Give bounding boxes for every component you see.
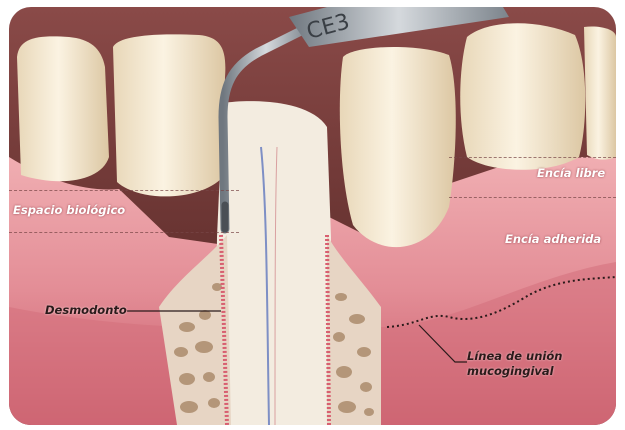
tooth-edge-right (584, 26, 616, 159)
label-mgj-line2: mucogingival (467, 365, 554, 378)
label-attached-gingiva: Encía adherida (505, 233, 601, 246)
label-free-gingiva: Encía libre (537, 167, 605, 180)
tooth-right (340, 47, 456, 247)
illustration-frame: CE3 Encía libre Espacio biológico Encía … (9, 7, 616, 425)
tooth-left (17, 36, 109, 181)
guide-attached (449, 197, 616, 198)
guide-free-gingiva (449, 157, 616, 158)
tooth-central (113, 34, 225, 196)
guide-biologic-bottom (9, 232, 239, 233)
tooth-far-right (460, 23, 585, 170)
tooth-section (215, 101, 331, 425)
guide-biologic-top (9, 190, 239, 191)
label-pdl: Desmodonto (45, 304, 127, 317)
label-biologic-width: Espacio biológico (13, 204, 125, 217)
label-mgj-line1: Línea de unión (467, 350, 562, 363)
